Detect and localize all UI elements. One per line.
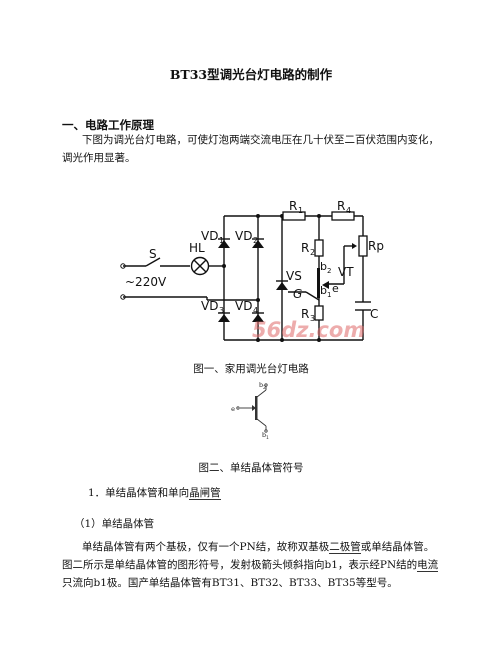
ujt-label-e: e xyxy=(231,405,235,413)
label-vd1-sub: 1 xyxy=(219,236,224,245)
dimmer-circuit-diagram: 56dz.com S HL VD 1 VD 2 VD 3 VD 4 ~220V … xyxy=(120,199,384,342)
label-e: e xyxy=(332,282,339,295)
label-r3-sub: 3 xyxy=(310,314,315,323)
label-g: G xyxy=(293,287,302,301)
label-vd2: VD xyxy=(235,229,252,243)
label-r2-sub: 2 xyxy=(310,248,315,257)
label-r1-sub: 1 xyxy=(298,206,303,215)
ujt-label-b2-sub: 2 xyxy=(263,385,266,391)
label-b1: b xyxy=(320,284,327,297)
label-vd4: VD xyxy=(235,299,252,313)
label-c: C xyxy=(370,307,378,321)
sub-heading-ujt: （1）单结晶体管 xyxy=(74,518,155,530)
figure1-caption: 图一、家用调光台灯电路 xyxy=(193,363,309,375)
label-s: S xyxy=(149,247,157,261)
label-rp: Rp xyxy=(368,239,384,253)
label-b2-sub: 2 xyxy=(327,267,331,275)
label-vs: VS xyxy=(286,269,302,283)
label-hl: HL xyxy=(189,241,205,255)
watermark-text: 56dz.com xyxy=(252,318,365,342)
section-heading-prefix: 1．单结晶体管和单向 xyxy=(88,487,190,499)
label-b1-sub: 1 xyxy=(327,291,331,299)
ujt-paragraph-part-c: 只流向b1极。国产单结晶体管有BT31、BT32、BT33、BT35等型号。 xyxy=(62,577,398,589)
ujt-label-b1: b xyxy=(262,431,266,439)
link-thyristor[interactable]: 晶闸管 xyxy=(189,487,221,500)
section-heading-circuit-principle: 一、电路工作原理 xyxy=(62,118,154,132)
ujt-symbol-diagram: b 2 e b 1 xyxy=(231,381,269,440)
ujt-base-bar xyxy=(255,396,258,420)
ujt-paragraph: 单结晶体管有两个基极，仅有一个PN结，故称双基极二极管或单结晶体管。图二所示是单… xyxy=(62,538,442,592)
ujt-paragraph-part-a: 单结晶体管有两个基极，仅有一个PN结，故称双基极 xyxy=(82,541,330,553)
label-r4: R xyxy=(337,199,345,213)
intro-paragraph: 下图为调光台灯电路，可使灯泡两端交流电压在几十伏至二百伏范围内变化，调光作用显著… xyxy=(62,134,439,164)
label-vt: VT xyxy=(338,265,354,279)
label-r1: R xyxy=(289,199,297,213)
label-r2: R xyxy=(301,241,309,255)
label-vd2-sub: 2 xyxy=(253,236,258,245)
section-heading-ujt-scr: 1．单结晶体管和单向晶闸管 xyxy=(88,485,221,500)
label-r3: R xyxy=(301,307,309,321)
ujt-label-b1-sub: 1 xyxy=(266,435,269,440)
label-vd1: VD xyxy=(201,229,218,243)
link-current[interactable]: 电流 xyxy=(417,559,439,572)
ujt-label-b2: b xyxy=(259,381,263,389)
page-title: BT33型调光台灯电路的制作 xyxy=(169,67,333,82)
ujt-paragraph-part-b: 或单结晶体管。图二所示是单结晶体管的图形符号，发射极箭头倾斜指向b1，表示经PN… xyxy=(62,541,435,571)
label-r4-sub: 4 xyxy=(346,206,351,215)
label-voltage: ~220V xyxy=(125,275,167,289)
label-b2: b xyxy=(320,260,327,273)
label-vd3-sub: 3 xyxy=(219,306,224,315)
link-diode[interactable]: 二极管 xyxy=(329,541,361,554)
figure2-caption: 图二、单结晶体管符号 xyxy=(198,462,304,474)
label-vd3: VD xyxy=(201,299,218,313)
label-vd4-sub: 4 xyxy=(253,306,258,315)
